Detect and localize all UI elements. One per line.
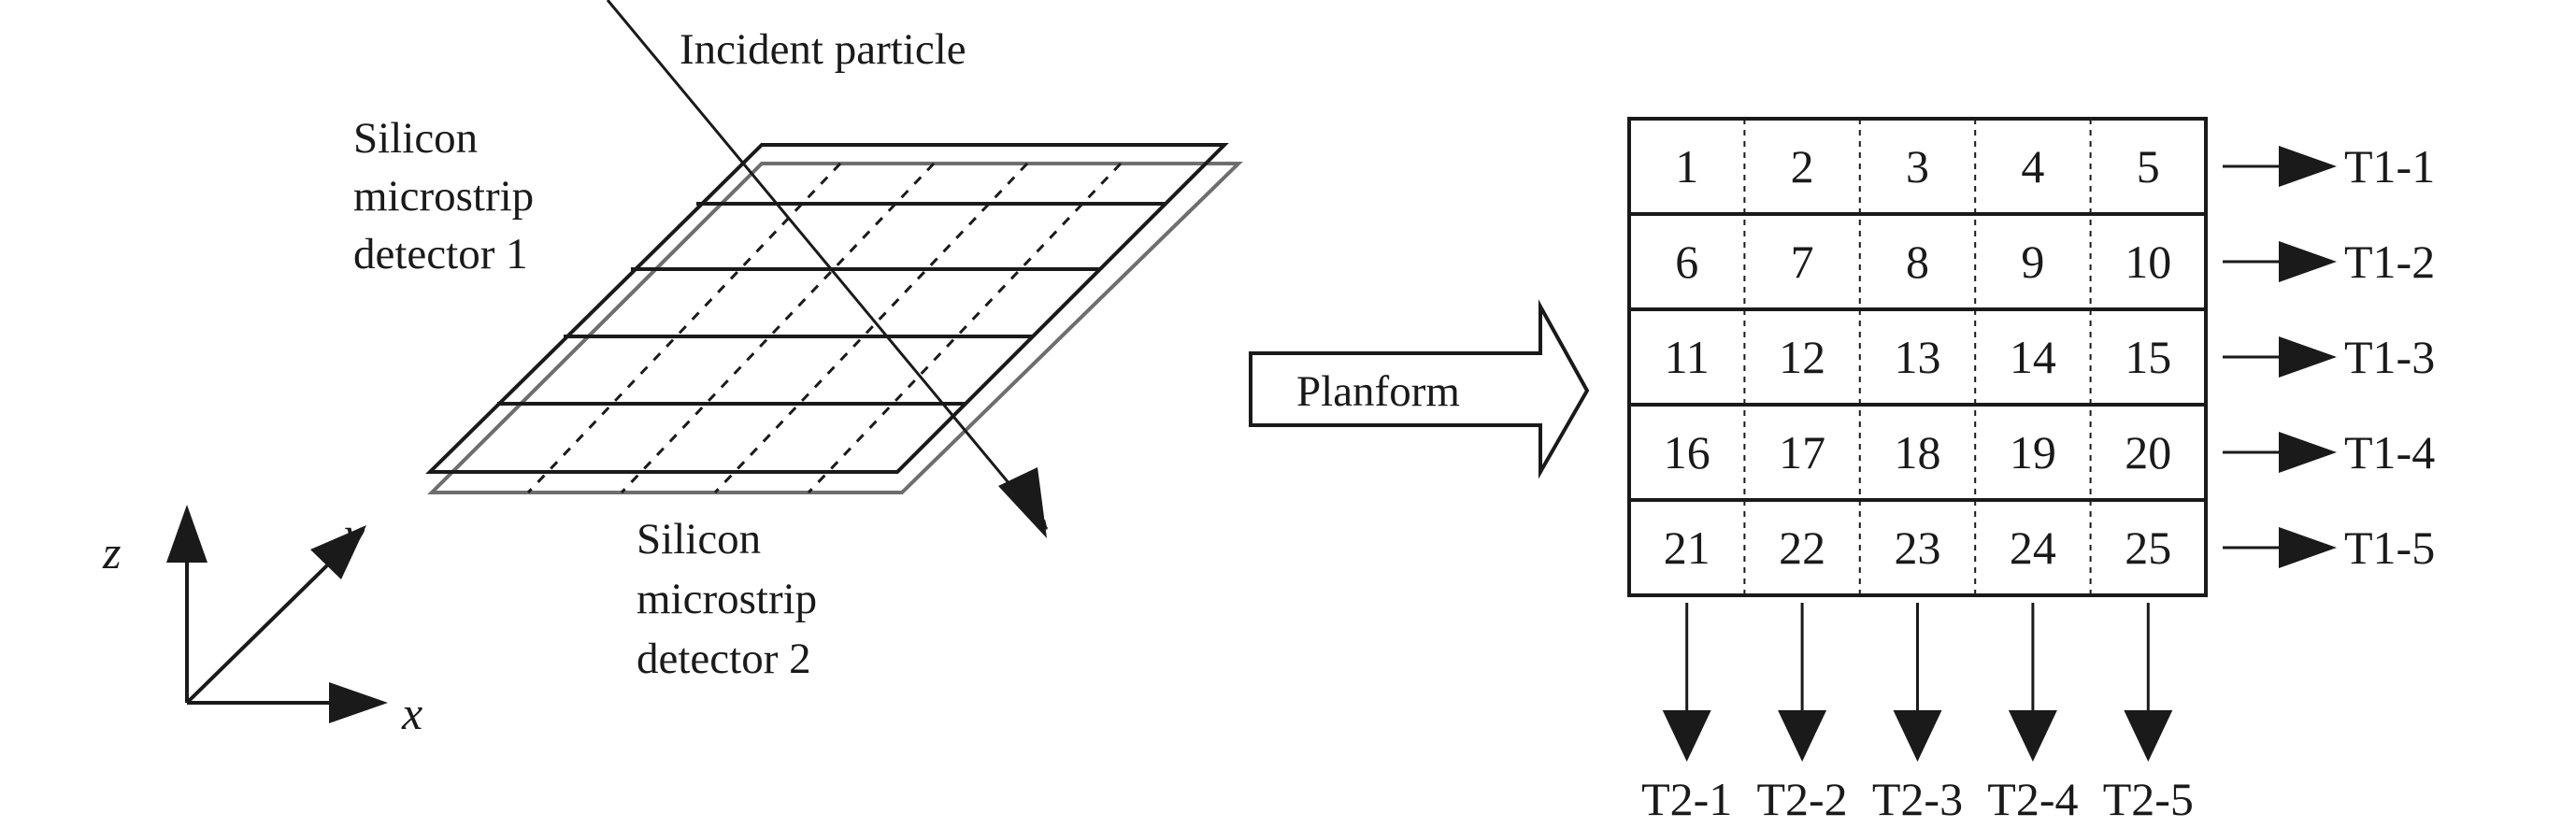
column-output-label: T2-2: [1756, 773, 1847, 825]
grid-cell-number: 19: [2010, 426, 2056, 478]
grid-cell-number: 5: [2137, 140, 2160, 193]
detector-1-label: Silicon microstrip detector 1: [353, 114, 545, 278]
grid-cell-number: 25: [2125, 521, 2171, 574]
grid-cell-number: 3: [1906, 140, 1929, 193]
column-output-arrowhead: [1893, 710, 1942, 762]
detector-2-label-line-1: Silicon: [637, 515, 761, 564]
detector-2-label: Silicon microstrip detector 2: [637, 515, 828, 683]
grid-cell-number: 10: [2125, 236, 2171, 288]
grid-cell-number: 22: [1779, 521, 1825, 574]
grid-cell-number: 4: [2021, 140, 2044, 193]
row-output-arrowhead: [2279, 336, 2337, 378]
grid-cell-number: 15: [2125, 331, 2171, 383]
x-axis-arrowhead: [329, 682, 388, 723]
grid-cell-number: 23: [1895, 521, 1941, 574]
column-output-arrowhead: [2008, 710, 2057, 762]
z-axis-arrowhead: [166, 505, 208, 563]
coordinate-axes: [185, 561, 336, 705]
detector-2-label-line-2: microstrip: [637, 575, 817, 623]
detector-2-plane: [427, 162, 1243, 494]
grid-cell-number: 13: [1895, 331, 1941, 383]
detector-1-label-line-1: Silicon: [353, 114, 478, 163]
grid-cell-number: 8: [1906, 236, 1929, 288]
row-output-label: T1-4: [2344, 426, 2435, 478]
grid-cell-number: 21: [1664, 521, 1710, 574]
column-output-arrowhead: [1662, 710, 1711, 762]
detector-1-plane: [425, 143, 1229, 474]
detector-2-strips: [526, 162, 1123, 494]
column-output-label: T2-1: [1641, 773, 1732, 825]
detector-2-label-line-3: detector 2: [637, 635, 811, 683]
incident-particle-track: [606, 0, 1049, 530]
grid-cell-number: 14: [2010, 331, 2056, 383]
row-output-label: T1-3: [2344, 331, 2435, 383]
grid-cell-number: 2: [1791, 140, 1814, 193]
row-output-arrowhead: [2279, 241, 2337, 282]
grid-cell-number: 9: [2021, 236, 2044, 288]
column-output-label: T2-3: [1872, 773, 1963, 825]
incident-particle-label: Incident particle: [680, 25, 966, 74]
y-axis-label: y: [339, 507, 365, 560]
row-output-arrowhead: [2279, 432, 2337, 473]
grid-cell-number: 12: [1779, 331, 1825, 383]
row-output-arrowhead: [2279, 527, 2337, 568]
column-output-label: T2-5: [2103, 773, 2194, 825]
column-output-arrowhead: [1778, 710, 1827, 762]
column-output-arrowhead: [2124, 710, 2173, 762]
incident-particle-arrowhead: [998, 467, 1047, 538]
y-axis-arrowhead: [310, 525, 366, 579]
x-axis-label: x: [401, 687, 422, 739]
grid-cell-number: 1: [1675, 140, 1698, 193]
grid-cell-number: 20: [2125, 426, 2171, 478]
grid-border: [1627, 117, 2208, 597]
row-output-label: T1-1: [2344, 140, 2435, 193]
planform-arrow: [1249, 299, 1590, 479]
column-output-label: T2-4: [1987, 773, 2078, 825]
grid-cell-number: 24: [2010, 521, 2056, 574]
row-output-label: T1-5: [2344, 521, 2435, 574]
planform-label: Planform: [1296, 367, 1460, 416]
grid-cell-number: 17: [1779, 426, 1825, 478]
grid-cell-number: 16: [1664, 426, 1710, 478]
grid-cell-number: 18: [1895, 426, 1941, 478]
row-output-arrowhead: [2279, 146, 2337, 187]
grid-cell-number: 11: [1665, 331, 1710, 383]
detector-1-label-line-3: detector 1: [353, 230, 528, 278]
z-axis-label: z: [102, 526, 121, 578]
detector-1-label-line-2: microstrip: [353, 172, 534, 221]
grid-cell-number: 6: [1675, 236, 1698, 288]
grid-cell-number: 7: [1791, 236, 1814, 288]
row-output-label: T1-2: [2344, 236, 2435, 288]
